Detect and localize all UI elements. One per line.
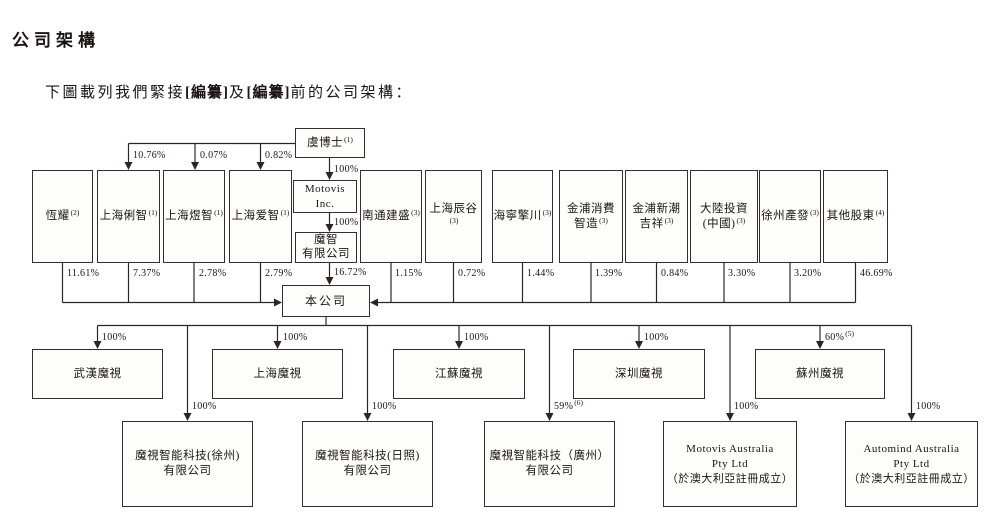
pct-motovis-mozhi: 100% (334, 217, 359, 228)
node-shareholder-shanghai-chengu: 上海辰谷(3) (425, 170, 482, 263)
pct-nantong-jiansheng: 1.15% (395, 268, 423, 279)
page-title: 公司架構 (12, 31, 100, 50)
node-shenzhen-motovis: 深圳魔視 (573, 349, 705, 399)
node-founder: 虞博士(1) (295, 128, 365, 158)
node-motovis-xuzhou: 魔視智能科技(徐州) 有限公司 (122, 421, 253, 507)
node-shareholder-jinpu-consumer: 金浦消費 智造(3) (559, 170, 623, 263)
node-shareholder-continental-investment: 大陸投資 (中國)(3) (690, 170, 758, 263)
node-shanghai-motovis: 上海魔視 (212, 349, 343, 399)
pct-shanghai-motovis: 100% (283, 332, 308, 343)
node-shareholder-others: 其他股東(4) (823, 170, 888, 263)
node-motovis-guangzhou: 魔視智能科技（廣州） 有限公司 (484, 421, 615, 507)
node-shareholder-shanghai-yuzhi: 上海煜智(1) (163, 170, 225, 263)
pct-shanghai-aizhi: 2.79% (265, 268, 293, 279)
pct-founder-motovis: 100% (334, 164, 359, 175)
pct-motovis-guangzhou: 59%(6) (554, 398, 583, 412)
node-wuhan-motovis: 武漢魔視 (32, 349, 163, 399)
pct-continental-investment: 3.30% (728, 268, 756, 279)
pct-hengyao: 11.61% (67, 268, 100, 279)
node-suzhou-motovis: 蘇州魔視 (755, 349, 885, 399)
pct-founder-lizhi: 10.76% (133, 150, 166, 161)
node-automind-australia: Automind Australia Pty Ltd （於澳大利亞註冊成立） (845, 421, 978, 507)
node-shareholder-haining-qingchuan: 海寧擎川(3) (492, 170, 553, 263)
pct-shanghai-chengu: 0.72% (458, 268, 486, 279)
redacted-tag-1: [編纂] (185, 85, 230, 101)
pct-xuzhou-chanfa: 3.20% (794, 268, 822, 279)
node-shareholder-shanghai-aizhi: 上海爱智(1) (229, 170, 292, 263)
intro-part2: 及 (229, 85, 247, 101)
redacted-tag-2: [編纂] (246, 85, 291, 101)
node-mozhi: 魔智 有限公司 (295, 232, 357, 263)
pct-shenzhen-motovis: 100% (644, 332, 669, 343)
intro-part1: 下圖載列我們緊接 (45, 85, 186, 101)
pct-jinpu-consumer: 1.39% (595, 268, 623, 279)
node-motovis-inc: Motovis Inc. (293, 180, 357, 213)
pct-shanghai-lizhi: 7.37% (133, 268, 161, 279)
node-motovis-rizhao: 魔視智能科技(日照) 有限公司 (302, 421, 433, 507)
node-shareholder-nantong-jiansheng: 南通建盛(3) (360, 170, 422, 263)
pct-founder-aizhi: 0.82% (265, 150, 293, 161)
pct-shanghai-yuzhi: 2.78% (199, 268, 227, 279)
pct-motovis-rizhao: 100% (372, 401, 397, 412)
pct-wuhan-motovis: 100% (102, 332, 127, 343)
node-company: 本公司 (282, 285, 370, 317)
pct-motovis-australia: 100% (734, 401, 759, 412)
pct-jiangsu-motovis: 100% (464, 332, 489, 343)
pct-jinpu-xinchao: 0.84% (661, 268, 689, 279)
node-jiangsu-motovis: 江蘇魔視 (393, 349, 525, 399)
pct-founder-yuzhi: 0.07% (200, 150, 228, 161)
intro-part3: 前的公司架構： (290, 85, 414, 101)
pct-suzhou-motovis: 60%(5) (825, 329, 854, 343)
pct-motovis-xuzhou: 100% (192, 401, 217, 412)
intro-text: 下圖載列我們緊接[編纂]及[編纂]前的公司架構： (45, 81, 413, 102)
pct-others: 46.69% (860, 268, 893, 279)
node-shareholder-shanghai-lizhi: 上海俐智(1) (97, 170, 160, 263)
pct-automind-australia: 100% (916, 401, 941, 412)
node-shareholder-hengyao: 恆耀(2) (32, 170, 93, 263)
pct-haining-qingchuan: 1.44% (527, 268, 555, 279)
node-shareholder-xuzhou-chanfa: 徐州產發(3) (759, 170, 821, 263)
node-motovis-australia: Motovis Australia Pty Ltd （於澳大利亞註冊成立） (663, 421, 797, 507)
pct-mozhi-company: 16.72% (334, 267, 367, 278)
node-shareholder-jinpu-xinchao: 金浦新潮 吉祥(3) (625, 170, 688, 263)
